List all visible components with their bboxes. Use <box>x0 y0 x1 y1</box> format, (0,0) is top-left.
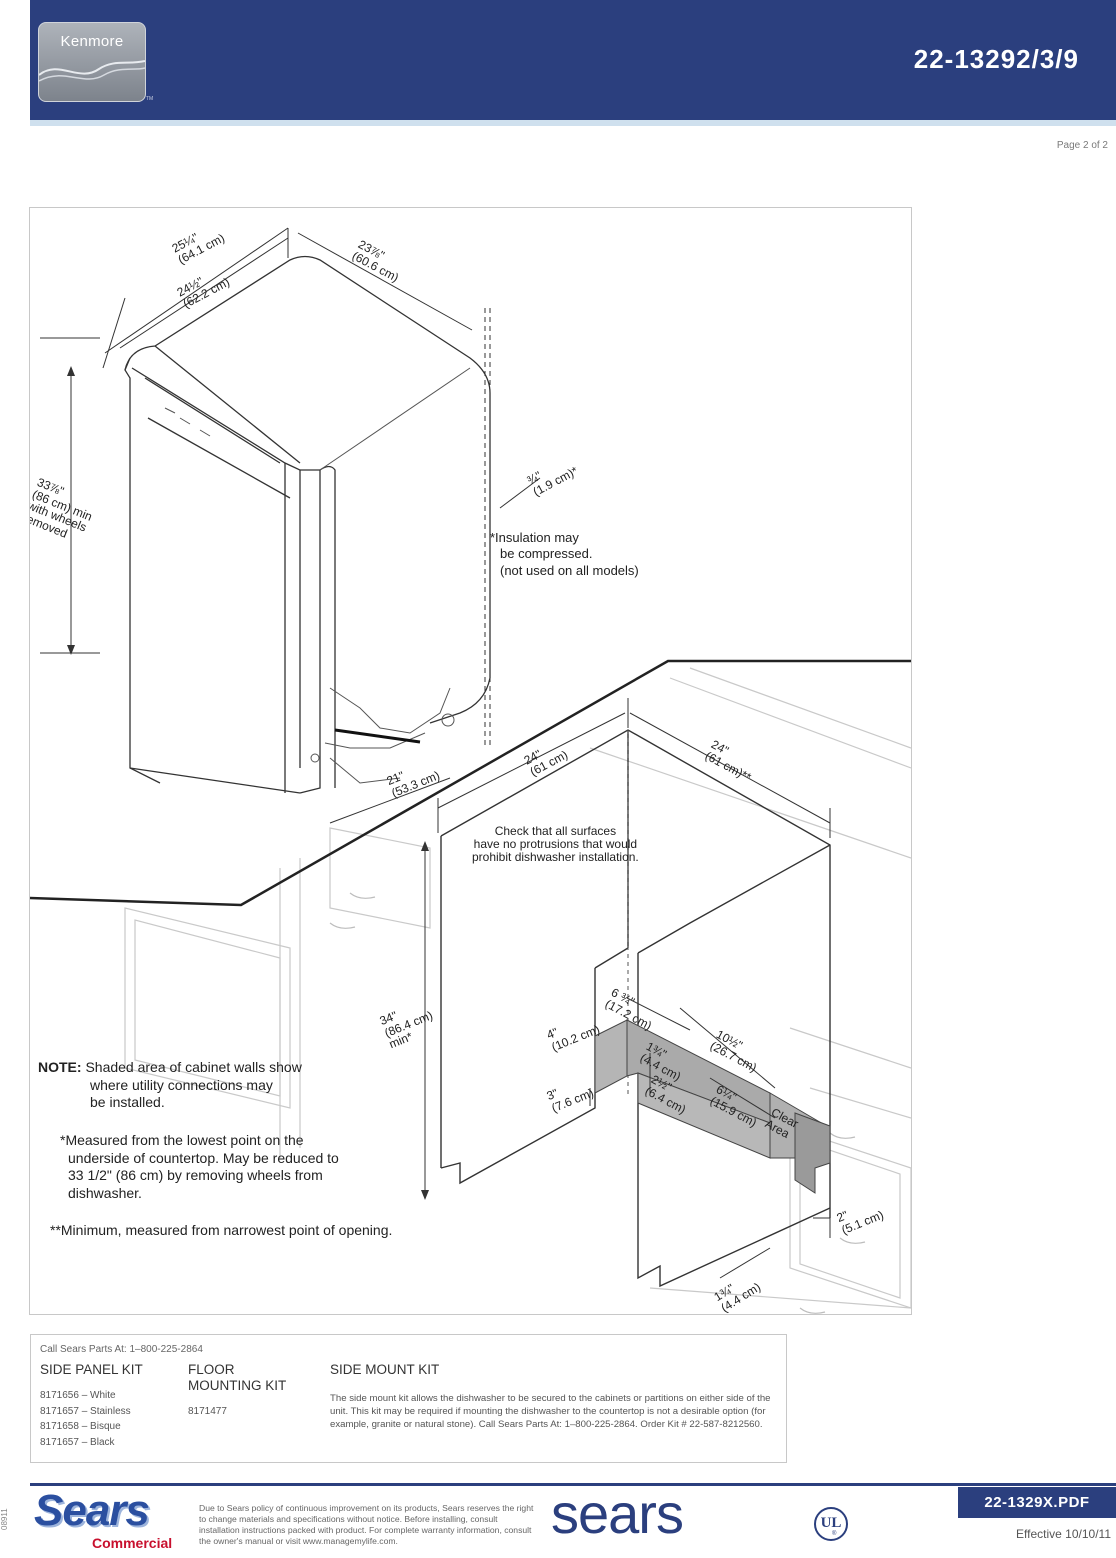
minimum-note: **Minimum, measured from narrowest point… <box>50 1222 393 1238</box>
side-mount-description: The side mount kit allows the dishwasher… <box>330 1393 771 1430</box>
footer-line <box>30 1483 1116 1486</box>
parts-box: Call Sears Parts At: 1–800-225-2864 SIDE… <box>30 1334 787 1463</box>
insulation-note: *Insulation may be compressed. (not used… <box>490 530 639 579</box>
note-line: where utility connections may <box>90 1076 273 1093</box>
note-line: Check that all surfaces <box>494 824 617 838</box>
note-line: *Insulation may <box>490 530 579 545</box>
note-line: be compressed. <box>500 546 593 562</box>
note-line: 33 1/2" (86 cm) by removing wheels from <box>68 1167 323 1183</box>
call-parts-text: Call Sears Parts At: 1–800-225-2864 <box>40 1344 203 1355</box>
ul-mark: UL ® <box>814 1507 848 1541</box>
pdf-label: 22-1329X.PDF <box>958 1487 1116 1518</box>
title-line: FLOOR <box>188 1362 235 1377</box>
floor-kit-title: FLOOR MOUNTING KIT <box>188 1362 286 1394</box>
kenmore-logo: Kenmore <box>38 22 146 102</box>
dishwasher-unit <box>124 255 491 794</box>
dim-arrows-unit <box>67 366 75 655</box>
list-item: 8171658 – Bisque <box>40 1421 121 1432</box>
disclaimer: Due to Sears policy of continuous improv… <box>199 1503 534 1546</box>
sears-logo-text: Sears <box>34 1486 150 1535</box>
side-panel-list: 8171656 – White 8171657 – Stainless 8171… <box>40 1388 131 1450</box>
dim-lines-unit <box>40 227 541 824</box>
note-line: dishwasher. <box>68 1184 142 1201</box>
note-line: be installed. <box>90 1094 165 1110</box>
measured-note: *Measured from the lowest point on the u… <box>60 1132 339 1202</box>
model-number: 22-13292/3/9 <box>913 44 1079 74</box>
shaded-utility-area <box>594 1019 831 1194</box>
ul-text: UL <box>820 1515 842 1531</box>
side-mount-title: SIDE MOUNT KIT <box>330 1362 440 1377</box>
page-number: Page 2 of 2 <box>1056 140 1108 151</box>
list-item: 8171657 – Black <box>40 1436 115 1448</box>
floor-kit-number: 8171477 <box>188 1406 227 1417</box>
cabinet-handles <box>329 892 866 1314</box>
header-bar <box>30 0 1116 120</box>
effective-date: Effective 10/10/11 <box>1016 1527 1111 1541</box>
dishwasher-details <box>164 367 471 784</box>
note-line: Shaded area of cabinet walls show <box>85 1059 302 1075</box>
note-label: NOTE: <box>38 1059 82 1075</box>
diagram-drawing <box>30 227 911 1314</box>
note-line: underside of countertop. May be reduced … <box>68 1149 339 1166</box>
logo-text: Kenmore <box>60 33 124 50</box>
list-item: 8171656 – White <box>40 1390 116 1401</box>
side-code: 08911 <box>0 1508 9 1530</box>
check-surfaces-note: Check that all surfaces have no protrusi… <box>472 824 639 865</box>
note-line: *Measured from the lowest point on the <box>60 1132 304 1148</box>
logo-wave-icon <box>39 60 145 82</box>
header-stripe <box>30 120 1116 126</box>
note-line: have no protrusions that would <box>473 837 638 852</box>
shaded-area-note: NOTE: Shaded area of cabinet walls show … <box>38 1059 302 1112</box>
ul-registered: ® <box>832 1531 837 1537</box>
note-line: prohibit dishwasher installation. <box>472 850 639 865</box>
cabinet-outline <box>124 667 911 1309</box>
side-panel-title: SIDE PANEL KIT <box>40 1362 143 1377</box>
countertop-outline <box>30 659 911 907</box>
dim-arrows-opening <box>421 841 429 1200</box>
dim-lines-opening <box>424 698 831 1279</box>
sears-commercial-logo: Sears Commercial <box>30 1486 180 1558</box>
installation-diagram: 25¼" (64.1 cm) 24½" (62.2 cm) 23⅞" (60.6… <box>29 207 912 1315</box>
note-line: (not used on all models) <box>500 562 639 578</box>
sears-wordmark: sears <box>551 1482 684 1545</box>
commercial-text: Commercial <box>92 1535 173 1551</box>
list-item: 8171657 – Stainless <box>40 1405 131 1417</box>
toe-kick-bar <box>334 728 421 744</box>
trademark: TM <box>146 96 154 102</box>
title-line: MOUNTING KIT <box>188 1378 287 1394</box>
